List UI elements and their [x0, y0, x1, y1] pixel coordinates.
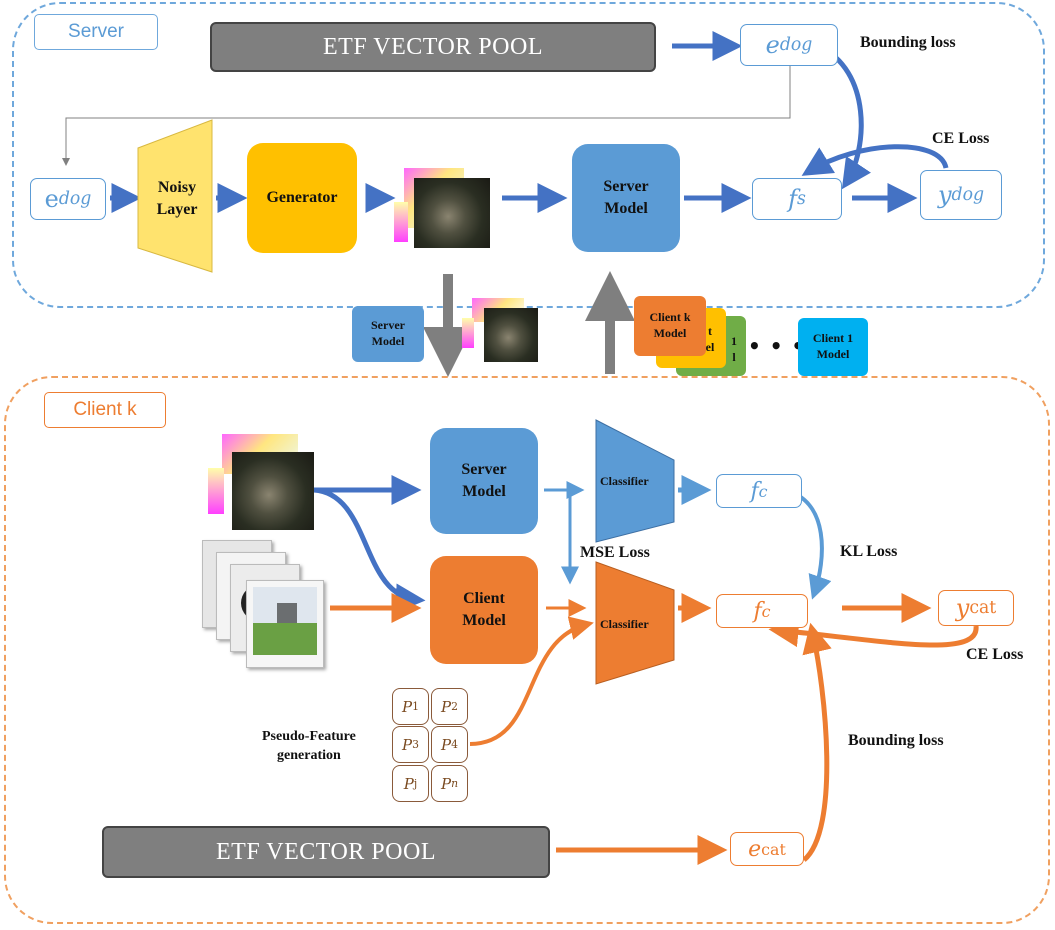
local-image-4-grass	[253, 623, 317, 655]
server-model-small: Server Model	[352, 306, 424, 362]
f-c-top-sub: c	[758, 481, 768, 501]
server-model-box: Server Model	[572, 144, 680, 252]
y-cat-sub: cat	[969, 598, 997, 618]
f-c-bottom-base: f	[753, 598, 762, 624]
f-s-sub: s	[797, 189, 806, 209]
generator-box: Generator	[247, 143, 357, 253]
p-cell-n-sub: n	[451, 777, 459, 790]
e-dog-top-sub: dog	[779, 35, 813, 55]
p-cell-3-sub: 3	[412, 738, 419, 751]
server-region	[12, 2, 1045, 308]
client-1-model-small: Client 1 Model	[798, 318, 868, 376]
server-label: Server	[34, 14, 158, 50]
arrow-ce-loss-server	[801, 144, 949, 176]
transfer-image-mid	[462, 318, 474, 348]
f-s-base: f	[788, 185, 797, 213]
ce-loss-server-label: CE Loss	[932, 130, 990, 147]
client-stack-text-a: t el	[705, 324, 715, 354]
p-cell-1-sub: 1	[412, 700, 419, 713]
etf-vector-pool-server: ETF VECTOR POOL	[210, 22, 656, 72]
ellipsis-dots: • • •	[748, 334, 806, 358]
transfer-image-stack	[462, 298, 542, 362]
f-c-bottom-sub: c	[761, 601, 771, 621]
classifier-bottom-shape	[595, 561, 675, 685]
local-image-4	[246, 580, 324, 668]
e-dog-left-sub: dog	[58, 189, 92, 209]
classifier-bottom-label: Classifier	[600, 617, 649, 631]
generated-images-client	[208, 434, 316, 530]
mse-loss-label: MSE Loss	[580, 544, 650, 561]
e-dog-left-base: e	[44, 185, 59, 213]
f-c-top-base: f	[750, 478, 759, 504]
noisy-layer-label: Noisy Layer	[156, 179, 198, 218]
p-cell-1-base: P	[402, 697, 413, 716]
p-cell-j-sub: j	[413, 777, 418, 790]
p-cell-j-base: P	[403, 774, 414, 793]
client-label: Client k	[44, 392, 166, 428]
y-dog-base: y	[937, 181, 952, 209]
bounding-loss-server-label: Bounding loss	[860, 34, 956, 51]
local-images-client	[202, 540, 326, 670]
p-cell-2-base: P	[441, 697, 452, 716]
p-cell-2-sub: 2	[451, 700, 458, 713]
etf-vector-pool-client: ETF VECTOR POOL	[102, 826, 550, 878]
generated-image-front	[414, 178, 490, 248]
p-cell-4-sub: 4	[451, 738, 458, 751]
client-stack-text-b: 1 l	[731, 334, 737, 364]
generated-images-server	[394, 168, 494, 248]
kl-loss-label: KL Loss	[840, 543, 898, 560]
arrow-bounding-loss-client	[802, 622, 832, 862]
generated-image-mid	[394, 202, 408, 242]
client-server-model-box: Server Model	[430, 428, 538, 534]
y-cat-base: y	[955, 594, 970, 622]
client-gen-image-mid	[208, 468, 224, 514]
thin-connector-edog-loop	[62, 66, 791, 166]
noisy-layer-shape	[137, 119, 213, 273]
bounding-loss-client-label: Bounding loss	[848, 732, 944, 749]
y-dog-sub: dog	[951, 185, 985, 205]
e-dog-top-base: e	[765, 31, 780, 59]
p-cell-3-base: P	[402, 735, 413, 754]
p-cell-n-base: P	[440, 774, 452, 793]
pseudo-feature-label: Pseudo-Feature generation	[262, 729, 356, 763]
transfer-image-front	[484, 308, 538, 362]
ce-loss-client-label: CE Loss	[966, 646, 1024, 663]
arrow-pseudo-to-classifier	[469, 616, 594, 746]
classifier-top-label: Classifier	[600, 474, 649, 488]
classifier-top-shape	[595, 419, 675, 543]
client-k-model-small: Client k Model	[634, 296, 706, 356]
e-cat-base: e	[748, 836, 762, 862]
client-gen-image-front	[232, 452, 314, 530]
p-cell-4-base: P	[441, 735, 452, 754]
e-cat-sub: cat	[761, 839, 786, 859]
local-image-4-building	[277, 603, 297, 625]
client-model-box: Client Model	[430, 556, 538, 664]
client-region	[4, 376, 1050, 924]
arrow-ce-loss-client	[768, 617, 979, 648]
arrow-images-to-client-model	[313, 487, 426, 614]
